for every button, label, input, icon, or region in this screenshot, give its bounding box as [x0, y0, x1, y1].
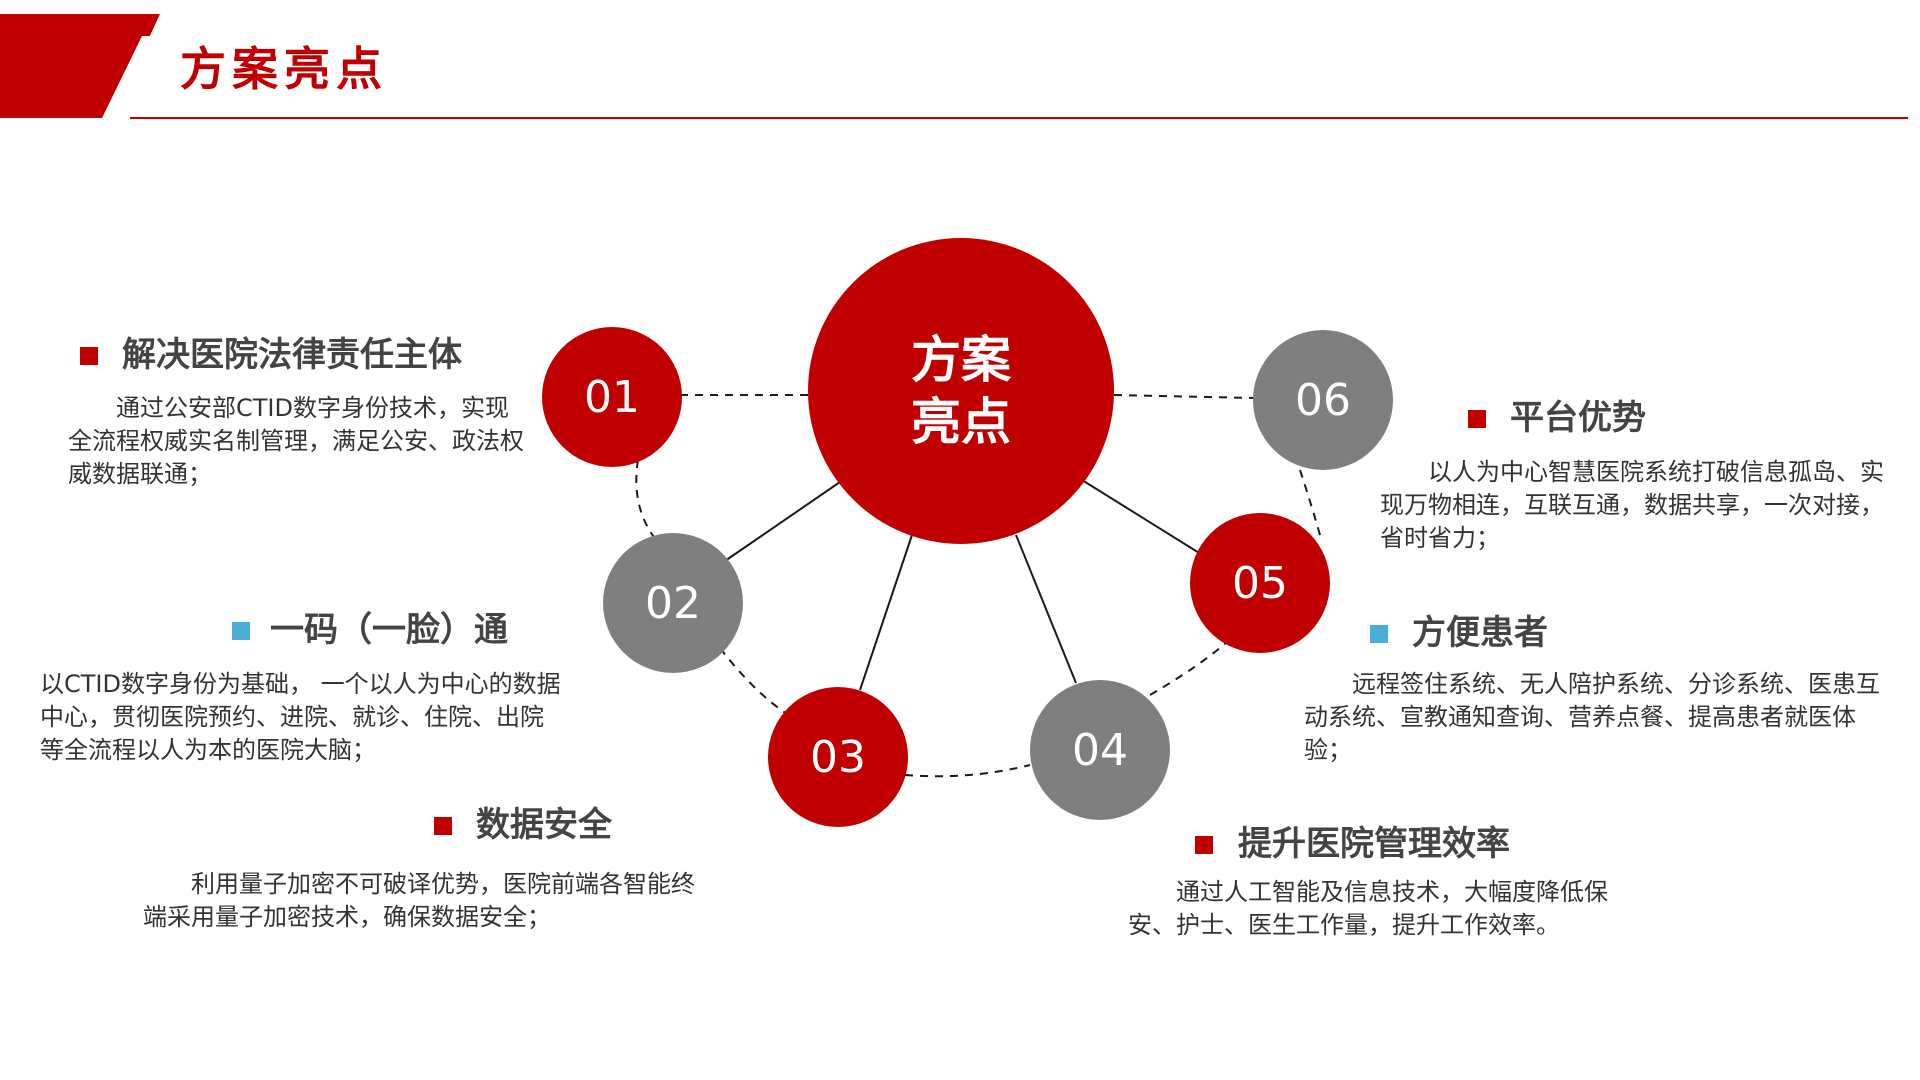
- section-title-05: 方便患者: [1412, 613, 1548, 653]
- node-label: 02: [645, 577, 701, 629]
- node-circle-06: 06: [1253, 330, 1393, 470]
- section-body-03: 利用量子加密不可破译优势，医院前端各智能终端采用量子加密技术，确保数据安全；: [143, 870, 695, 931]
- node-label: 03: [810, 731, 866, 783]
- section-body-04: 通过人工智能及信息技术，大幅度降低保安、护士、医生工作量，提升工作效率。: [1128, 878, 1608, 939]
- section-title-06: 平台优势: [1510, 398, 1646, 438]
- bullet-square-icon: [80, 347, 98, 365]
- section-title-01: 解决医院法律责任主体: [122, 335, 462, 375]
- node-label: 01: [584, 371, 640, 423]
- bullet-square-icon: [434, 817, 452, 835]
- center-label-line1: 方案: [911, 331, 1011, 389]
- node-label: 04: [1072, 724, 1128, 776]
- node-label: 06: [1295, 374, 1351, 426]
- center-circle: 方案 亮点: [808, 238, 1114, 544]
- section-title-02: 一码（一脸）通: [270, 610, 508, 650]
- section-title-03: 数据安全: [476, 805, 612, 845]
- header-banner: [0, 14, 162, 118]
- bullet-square-icon: [1195, 836, 1213, 854]
- center-label-line2: 亮点: [911, 393, 1011, 451]
- node-circle-04: 04: [1030, 680, 1170, 820]
- section-title-04: 提升医院管理效率: [1238, 824, 1510, 864]
- node-circle-02: 02: [603, 533, 743, 673]
- section-body-05: 远程签住系统、无人陪护系统、分诊系统、医患互动系统、宣教通知查询、营养点餐、提高…: [1304, 670, 1880, 764]
- node-label: 05: [1232, 557, 1288, 609]
- node-circle-05: 05: [1190, 513, 1330, 653]
- bullet-square-icon: [1468, 410, 1486, 428]
- header-divider: [130, 117, 1908, 119]
- node-circle-03: 03: [768, 687, 908, 827]
- node-circle-01: 01: [542, 327, 682, 467]
- section-body-02: 以CTID数字身份为基础， 一个以人为中心的数据中心，贯彻医院预约、进院、就诊、…: [40, 670, 561, 764]
- bullet-square-icon: [232, 622, 250, 640]
- bullet-square-icon: [1370, 625, 1388, 643]
- section-body-01: 通过公安部CTID数字身份技术，实现全流程权威实名制管理，满足公安、政法权威数据…: [68, 394, 524, 488]
- section-body-06: 以人为中心智慧医院系统打破信息孤岛、实现万物相连，互联互通，数据共享，一次对接，…: [1380, 458, 1884, 552]
- page-title: 方案亮点: [180, 42, 388, 96]
